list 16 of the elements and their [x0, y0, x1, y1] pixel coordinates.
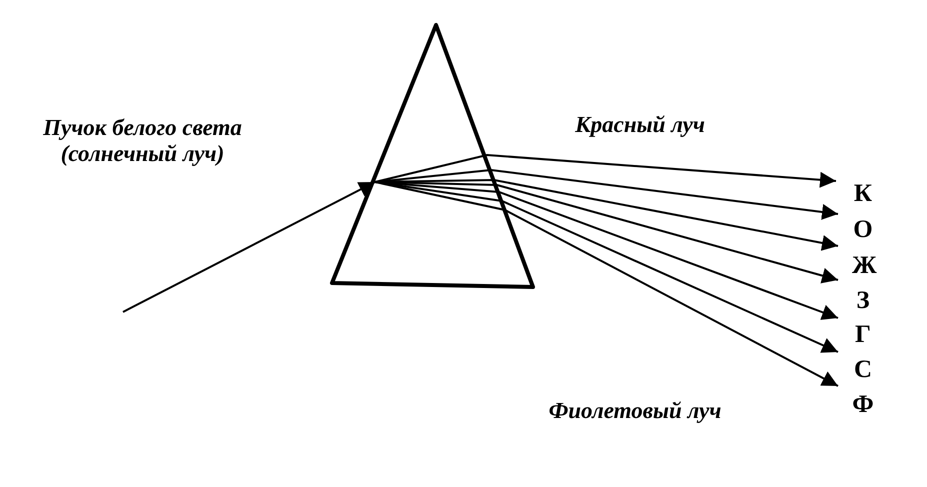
refracted-ray: [374, 181, 838, 353]
prism-triangle: [330, 23, 535, 289]
ray-caption: Фиолетовый луч: [548, 398, 722, 424]
color-letter: Г: [852, 321, 874, 349]
ray-caption: Красный луч: [574, 112, 706, 138]
color-letter: О: [852, 216, 874, 244]
refracted-ray: [374, 154, 836, 188]
refracted-ray: [374, 169, 838, 220]
refracted-ray: [374, 181, 838, 320]
ray-caption: Пучок белого света (солнечный луч): [42, 115, 243, 167]
color-letter: С: [852, 356, 874, 384]
color-letter: Ф: [852, 391, 874, 419]
light-ray: [122, 181, 376, 313]
refracted-ray: [374, 181, 838, 387]
color-letter: З: [852, 287, 874, 315]
color-letter: К: [852, 180, 874, 208]
